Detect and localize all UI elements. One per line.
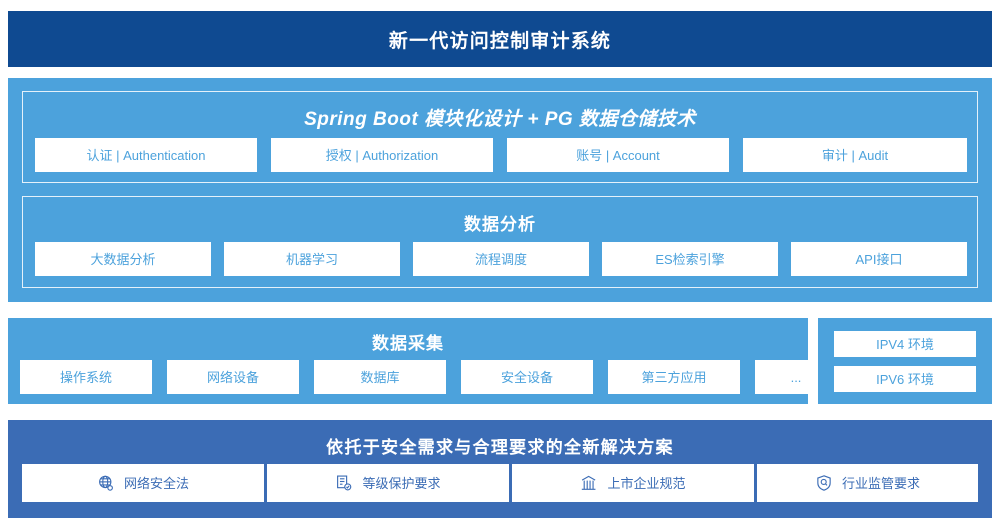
solution-section: 依托于安全需求与合理要求的全新解决方案 网络安全法 (8, 420, 992, 518)
chip-security-device[interactable]: 安全设备 (461, 360, 593, 394)
chip-label: 机器学习 (285, 251, 338, 267)
chip-label: 认证 | Authentication (86, 147, 206, 163)
chip-label: IPV4 环境 (876, 336, 934, 352)
shield-search-icon (815, 474, 833, 492)
springboot-group-title: Spring Boot 模块化设计 + PG 数据仓储技术 (304, 109, 696, 130)
chip-big-data-analysis[interactable]: 大数据分析 (35, 242, 211, 276)
chip-api-interface[interactable]: API接口 (791, 242, 967, 276)
chip-label: 行业监管要求 (841, 475, 920, 491)
chip-ipv4-environment[interactable]: IPV4 环境 (834, 331, 976, 357)
data-analysis-group-title: 数据分析 (464, 215, 536, 234)
chip-listed-company-standard[interactable]: 上市企业规范 (512, 464, 754, 502)
chip-label: 账号 | Account (576, 147, 660, 163)
chip-machine-learning[interactable]: 机器学习 (224, 242, 400, 276)
chip-third-party-app[interactable]: 第三方应用 (608, 360, 740, 394)
chip-account[interactable]: 账号 | Account (507, 138, 729, 172)
solution-title: 依托于安全需求与合理要求的全新解决方案 (326, 438, 674, 457)
data-analysis-group: 数据分析 大数据分析 机器学习 流程调度 ES检索引擎 API接口 (22, 196, 978, 288)
chip-label: 审计 | Audit (821, 147, 889, 163)
page-title: 新一代访问控制审计系统 (388, 30, 612, 52)
chip-label: 上市企业规范 (607, 475, 686, 491)
page-title-bar: 新一代访问控制审计系统 (8, 11, 992, 67)
chip-network-device[interactable]: 网络设备 (167, 360, 299, 394)
chip-operating-system[interactable]: 操作系统 (20, 360, 152, 394)
chip-label: 等级保护要求 (362, 475, 441, 491)
chip-label: 网络安全法 (123, 475, 189, 491)
chip-label: 大数据分析 (90, 251, 156, 267)
document-check-icon (335, 474, 353, 492)
chip-label: 第三方应用 (641, 369, 707, 385)
chip-label: 网络设备 (206, 369, 259, 385)
chip-label: API接口 (855, 251, 903, 267)
data-collection-title: 数据采集 (372, 334, 444, 353)
chip-process-scheduling[interactable]: 流程调度 (413, 242, 589, 276)
chip-authorization[interactable]: 授权 | Authorization (271, 138, 493, 172)
chip-label: ES检索引擎 (655, 251, 725, 267)
chip-authentication[interactable]: 认证 | Authentication (35, 138, 257, 172)
chip-ipv6-environment[interactable]: IPV6 环境 (834, 366, 976, 392)
data-collection-section: 数据采集 操作系统 网络设备 数据库 安全设备 第三方应用 ... (8, 318, 837, 404)
architecture-section: Spring Boot 模块化设计 + PG 数据仓储技术 认证 | Authe… (8, 78, 992, 302)
chip-label: IPV6 环境 (876, 371, 934, 387)
ip-environment-section: IPV4 环境 IPV6 环境 (818, 318, 992, 404)
chip-industry-regulation[interactable]: 行业监管要求 (757, 464, 978, 502)
chip-audit[interactable]: 审计 | Audit (743, 138, 967, 172)
chip-label: 流程调度 (474, 251, 527, 267)
chip-cybersecurity-law[interactable]: 网络安全法 (22, 464, 264, 502)
chip-label: 安全设备 (500, 369, 553, 385)
bank-building-icon (580, 474, 598, 492)
chip-classified-protection[interactable]: 等级保护要求 (267, 464, 509, 502)
chip-label: 操作系统 (59, 369, 112, 385)
springboot-group: Spring Boot 模块化设计 + PG 数据仓储技术 认证 | Authe… (22, 91, 978, 183)
chip-database[interactable]: 数据库 (314, 360, 446, 394)
chip-label: 授权 | Authorization (325, 147, 439, 163)
chip-label: ... (790, 369, 802, 385)
globe-network-icon (97, 474, 115, 492)
chip-es-search-engine[interactable]: ES检索引擎 (602, 242, 778, 276)
chip-label: 数据库 (360, 369, 400, 385)
